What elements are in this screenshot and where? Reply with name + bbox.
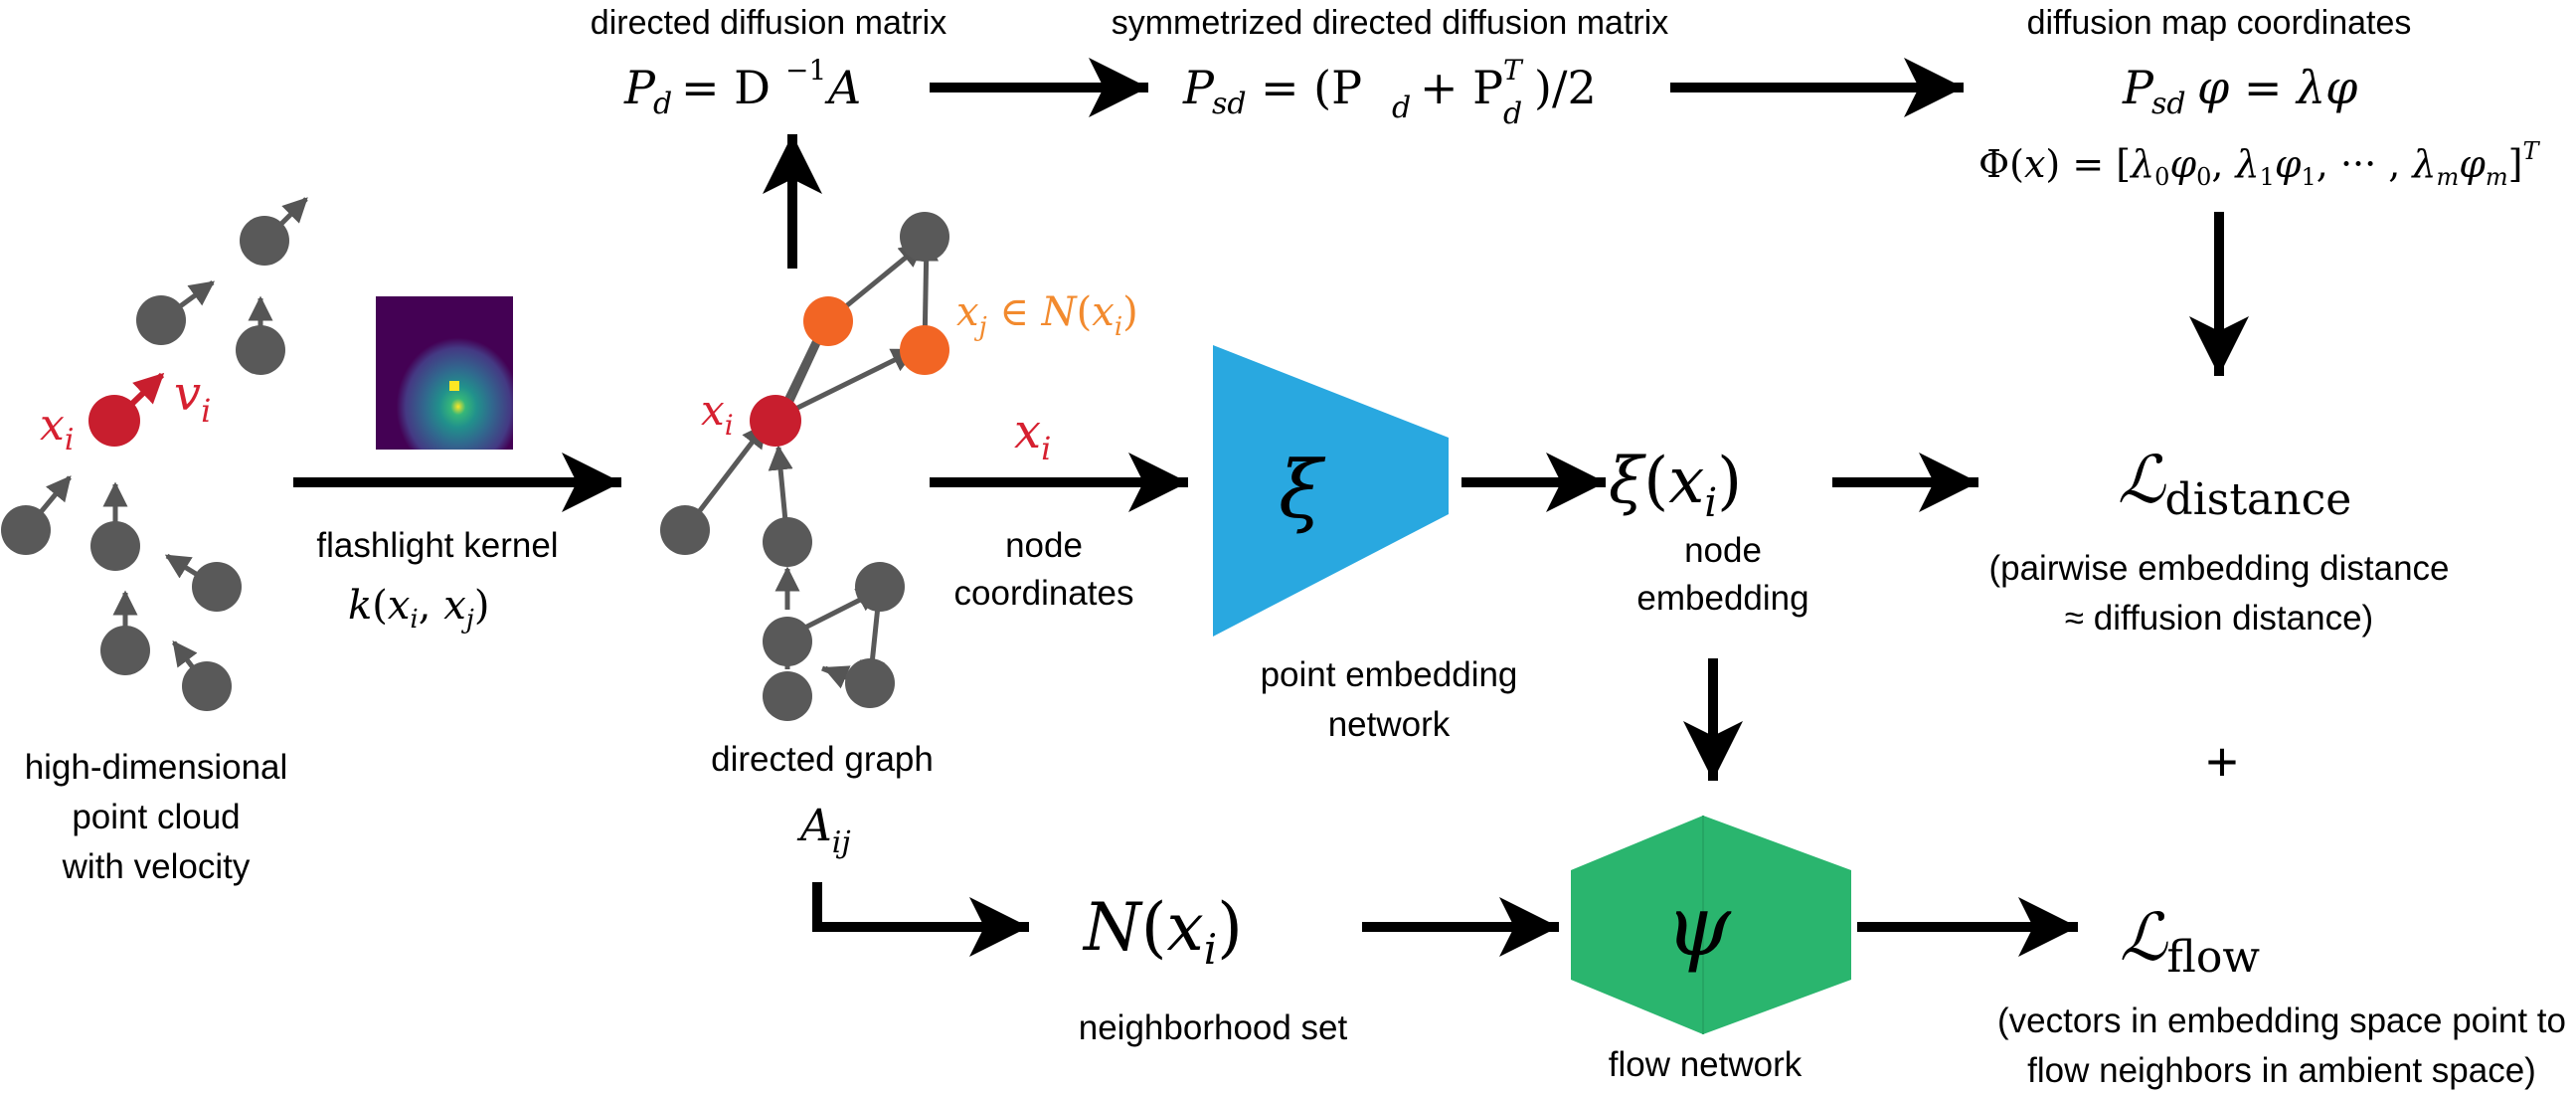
xi-input-label: xi (1014, 404, 1051, 467)
graph-xi-node (750, 395, 801, 447)
point-vi-label: vi (174, 366, 211, 430)
svg-text:sd: sd (2151, 87, 2186, 121)
graph-neighbor-node (900, 325, 949, 375)
directed-graph (660, 212, 949, 721)
neighborhood-set-label: neighborhood set (1079, 1008, 1348, 1047)
node-embedding-label: node embedding (1636, 531, 1808, 618)
svg-text:point cloud: point cloud (72, 798, 240, 836)
svg-text:(pairwise embedding distance: (pairwise embedding distance (1988, 549, 2449, 588)
diffusion-map-equation: P sd φ = λφ (2122, 61, 2358, 121)
diffusion-map-coordinates: Φ(x) = [λ0φ0, λ1φ1, ··· , λmφm]T (1978, 137, 2540, 191)
svg-text:network: network (1328, 705, 1451, 744)
svg-text:= D: = D (681, 61, 771, 114)
svg-text:−1: −1 (785, 54, 826, 87)
point-xi-label: xi (40, 400, 74, 457)
svg-text:P: P (623, 61, 656, 114)
flashlight-kernel-eq: k(xi, xj) (348, 583, 489, 635)
flow-loss-label: ℒflow (2120, 899, 2260, 983)
directed-diffusion-title: directed diffusion matrix (591, 4, 946, 42)
distance-loss-label: ℒdistance (2118, 442, 2351, 525)
embedding-output-label: ξ(xi) (1609, 445, 1742, 526)
point-embedding-network-label: point embedding network (1261, 655, 1518, 744)
point-embedding-network-shape (1213, 345, 1449, 637)
symmetrized-title: symmetrized directed diffusion matrix (1112, 4, 1669, 42)
flow-loss-description: (vectors in embedding space point to flo… (1997, 1002, 2566, 1090)
svg-text:high-dimensional: high-dimensional (25, 748, 288, 787)
svg-text:with velocity: with velocity (62, 847, 251, 886)
graph-xi-label: xi (701, 386, 734, 442)
directed-diffusion-equation: P d = D −1 A (623, 54, 861, 121)
svg-text:A: A (824, 61, 861, 114)
svg-text:node: node (1005, 526, 1083, 565)
svg-text:P: P (1182, 61, 1215, 114)
svg-text:d: d (1503, 96, 1522, 131)
svg-text:coordinates: coordinates (954, 574, 1134, 613)
svg-text:d: d (653, 87, 672, 121)
pointcloud-caption: high-dimensional point cloud with veloci… (25, 748, 288, 886)
svg-text:+ P: + P (1420, 61, 1503, 114)
svg-text:embedding: embedding (1636, 579, 1808, 618)
svg-text:sd: sd (1212, 87, 1247, 121)
point-xi-dot (88, 395, 140, 447)
svg-text:P: P (2122, 61, 2154, 114)
graph-neighbor-node (803, 296, 853, 346)
flow-symbol: ψ (1665, 877, 1732, 975)
neighborhood-eq: N(xi) (1082, 889, 1243, 974)
svg-text:point embedding: point embedding (1261, 655, 1518, 694)
svg-text:≈ diffusion distance): ≈ diffusion distance) (2065, 599, 2373, 638)
distance-loss-description: (pairwise embedding distance ≈ diffusion… (1988, 549, 2449, 638)
flow-network-label: flow network (1609, 1045, 1803, 1084)
diffusion-map-title: diffusion map coordinates (2027, 4, 2412, 42)
point-cloud (1, 197, 308, 711)
svg-text:T: T (1503, 54, 1524, 87)
svg-text:(vectors in embedding space po: (vectors in embedding space point to (1997, 1002, 2566, 1040)
svg-text:)/2: )/2 (1534, 61, 1597, 114)
node-coordinates-label: node coordinates (954, 526, 1134, 613)
svg-text:Φ(x) = [λ0φ0, λ1φ1, ··· , λmφm: Φ(x) = [λ0φ0, λ1φ1, ··· , λmφm]T (1978, 137, 2540, 191)
svg-text:d: d (1392, 91, 1411, 125)
adjacency-matrix-label: Aij (796, 801, 851, 860)
svg-text:φ = λφ: φ = λφ (2197, 61, 2358, 114)
plus-sign: + (2206, 730, 2239, 793)
arrow-graph-to-neighborhood (812, 882, 1029, 957)
svg-text:flow neighbors in ambient spac: flow neighbors in ambient space) (2027, 1051, 2536, 1090)
svg-text:= (P: = (P (1261, 61, 1362, 114)
directed-graph-label: directed graph (711, 740, 934, 779)
svg-text:node: node (1684, 531, 1762, 570)
symmetrized-equation: P sd = (P d + P T d )/2 (1182, 54, 1597, 131)
graph-xj-label: xj ∈ N(xi) (956, 289, 1138, 342)
flashlight-kernel-label: flashlight kernel (316, 526, 558, 565)
flow-network-shape (1571, 816, 1851, 1034)
flashlight-kernel-image (376, 296, 513, 450)
embedding-symbol: ξ (1279, 444, 1326, 536)
